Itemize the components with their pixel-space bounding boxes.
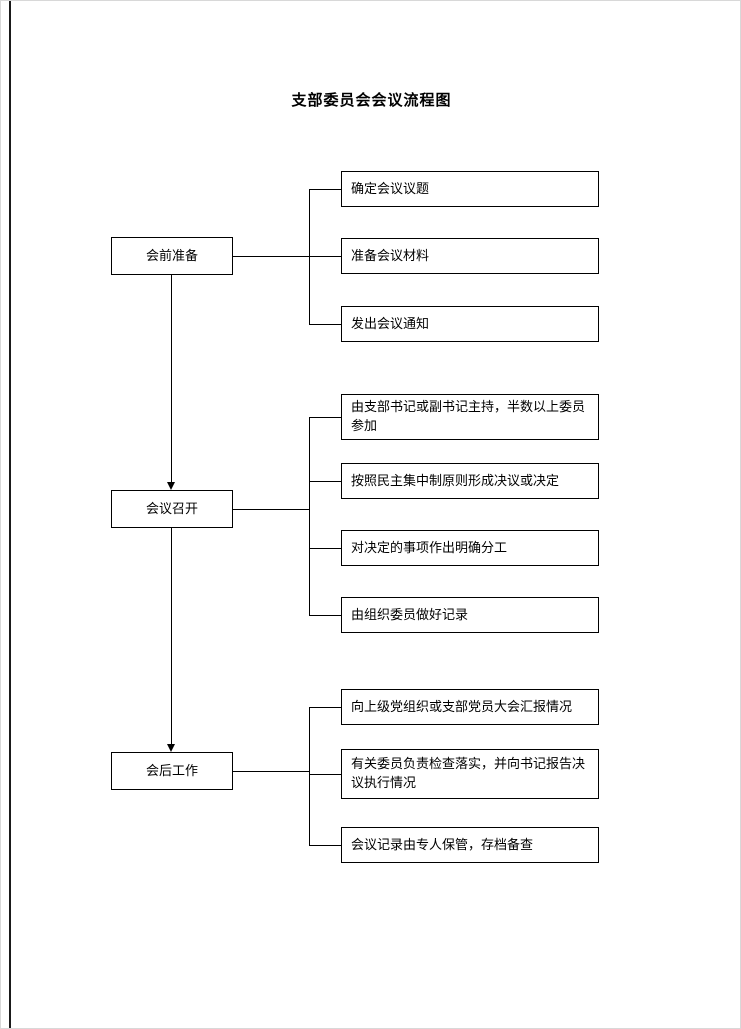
item-box-materials: 准备会议材料 — [341, 238, 599, 274]
connector-line — [309, 256, 341, 257]
connector-line — [309, 615, 341, 616]
connector-line — [233, 256, 309, 257]
arrow-down-icon — [167, 482, 175, 490]
item-box-notice: 发出会议通知 — [341, 306, 599, 342]
connector-line — [233, 771, 309, 772]
stage-box-meeting-convene: 会议召开 — [111, 490, 233, 528]
item-box-archive: 会议记录由专人保管，存档备查 — [341, 827, 599, 863]
flowchart-title: 支部委员会会议流程图 — [291, 92, 452, 109]
connector-line — [309, 548, 341, 549]
page-left-edge — [9, 1, 11, 1028]
flow-arrow-line — [171, 528, 172, 744]
connector-line — [309, 774, 341, 775]
connector-line — [233, 509, 309, 510]
connector-line — [309, 189, 341, 190]
stage-box-post-meeting: 会后工作 — [111, 752, 233, 790]
item-box-division: 对决定的事项作出明确分工 — [341, 530, 599, 566]
connector-line — [309, 324, 341, 325]
arrow-down-icon — [167, 744, 175, 752]
connector-line — [309, 707, 310, 845]
item-box-implementation: 有关委员负责检查落实，并向书记报告决议执行情况 — [341, 749, 599, 799]
connector-line — [309, 481, 341, 482]
connector-line — [309, 707, 341, 708]
item-box-records: 由组织委员做好记录 — [341, 597, 599, 633]
item-box-report: 向上级党组织或支部党员大会汇报情况 — [341, 689, 599, 725]
item-box-agenda: 确定会议议题 — [341, 171, 599, 207]
connector-line — [309, 845, 341, 846]
flow-arrow-line — [171, 275, 172, 482]
item-box-resolution: 按照民主集中制原则形成决议或决定 — [341, 463, 599, 499]
connector-line — [309, 417, 341, 418]
item-box-chairing: 由支部书记或副书记主持，半数以上委员参加 — [341, 394, 599, 440]
stage-box-pre-meeting: 会前准备 — [111, 237, 233, 275]
connector-line — [309, 417, 310, 615]
